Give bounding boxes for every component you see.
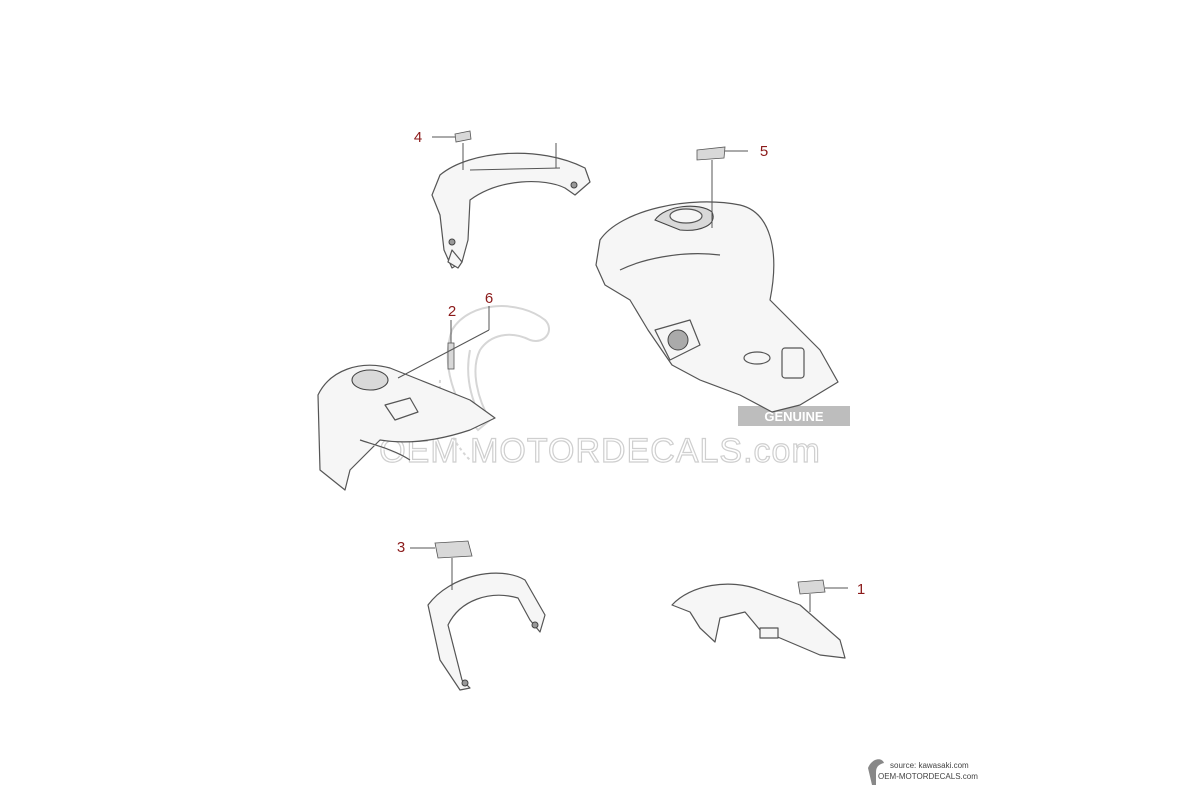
decal-1 bbox=[797, 579, 826, 595]
callout-5: 5 bbox=[760, 143, 768, 160]
part-fuel-tank bbox=[595, 201, 839, 413]
part-grab-rail bbox=[427, 572, 546, 691]
source-credit: source: kawasaki.com OEM-MOTORDECALS.com bbox=[868, 759, 978, 785]
decal-4 bbox=[454, 130, 472, 143]
watermark-badge-text: GENUINE bbox=[764, 409, 824, 424]
callout-3: 3 bbox=[397, 539, 405, 556]
part-tank-area bbox=[317, 364, 496, 491]
callout-4: 4 bbox=[414, 129, 422, 146]
decal-5 bbox=[696, 146, 726, 161]
source-line-2: OEM-MOTORDECALS.com bbox=[878, 772, 978, 781]
source-line-1: source: kawasaki.com bbox=[890, 761, 969, 770]
leader-6b bbox=[397, 329, 490, 379]
decal-3 bbox=[434, 540, 473, 559]
decal-2 bbox=[447, 342, 455, 370]
callout-1: 1 bbox=[857, 581, 865, 598]
watermark-text: OEM MOTORDECALS.com bbox=[379, 432, 821, 470]
watermark-badge bbox=[738, 406, 850, 426]
watermark: GENUINE OEM MOTORDECALS.com bbox=[379, 305, 850, 471]
part-chain-guard bbox=[671, 583, 846, 659]
source-logo-icon bbox=[868, 759, 884, 785]
callout-2: 2 bbox=[448, 303, 456, 320]
callout-6: 6 bbox=[485, 290, 493, 307]
part-upper-cover bbox=[431, 152, 591, 269]
